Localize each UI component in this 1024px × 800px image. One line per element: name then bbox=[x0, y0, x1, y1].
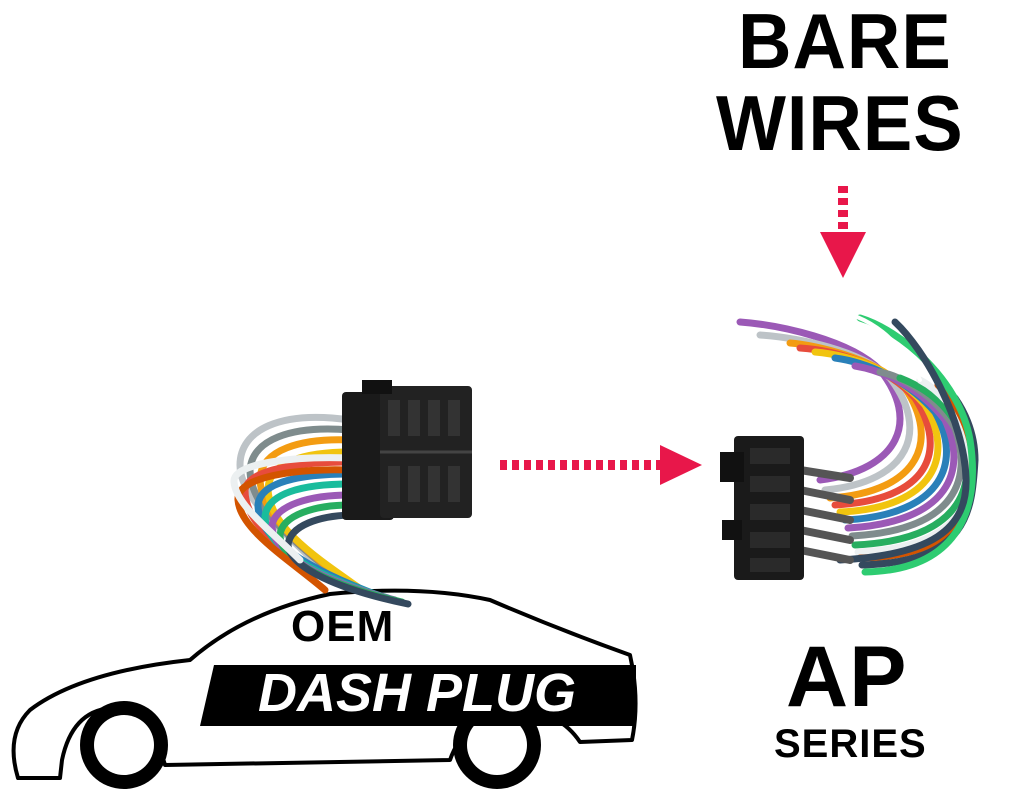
ap-label: AP bbox=[786, 629, 908, 725]
dotted-arrow-down-icon bbox=[820, 186, 866, 278]
dash-plug-label: DASH PLUG bbox=[258, 663, 577, 723]
dotted-arrow-right-icon bbox=[500, 445, 702, 485]
oem-label: OEM bbox=[291, 602, 395, 651]
left-harness-wires bbox=[230, 413, 412, 608]
wires-label: WIRES bbox=[716, 79, 964, 167]
bare-label: BARE bbox=[738, 0, 952, 85]
left-plug-connector-icon bbox=[342, 380, 472, 520]
car-front-wheel-icon bbox=[80, 701, 168, 789]
right-wire-stubs bbox=[796, 466, 854, 564]
series-label: SERIES bbox=[774, 722, 927, 766]
right-plug-connector-icon bbox=[720, 436, 804, 580]
dash-plug-banner bbox=[200, 665, 636, 726]
right-bare-wires bbox=[736, 308, 979, 576]
